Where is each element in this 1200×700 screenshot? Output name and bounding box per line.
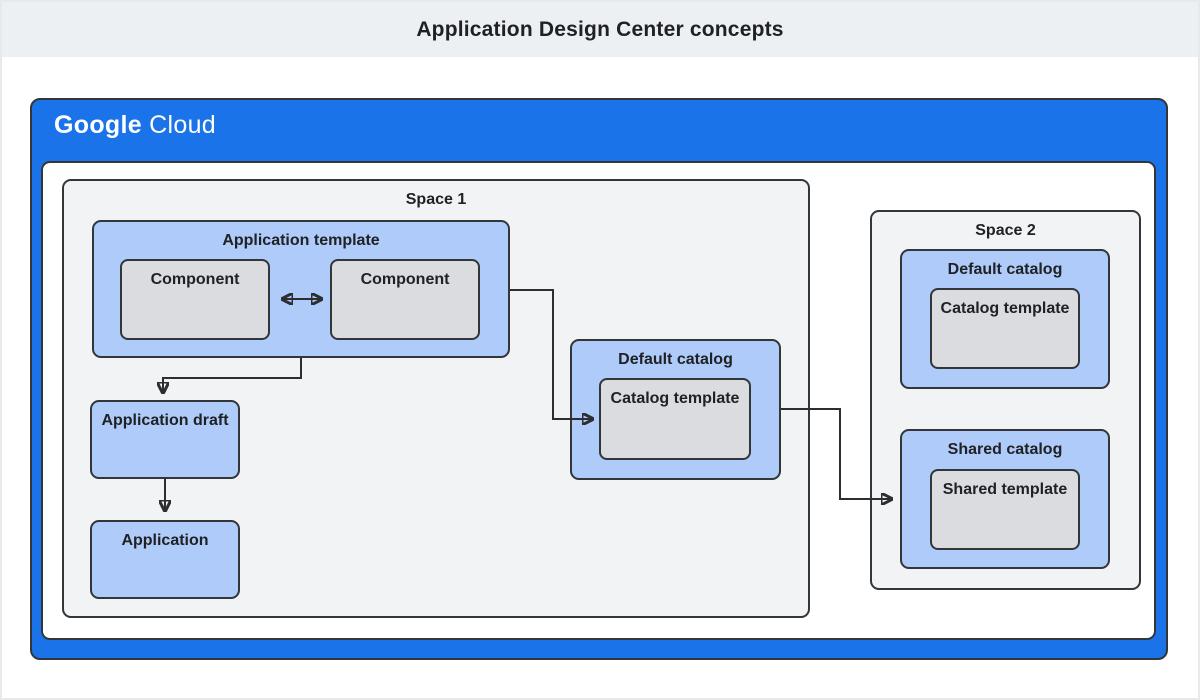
catalog-template-box-space1: Catalog template	[599, 378, 751, 460]
application-label: Application	[121, 532, 209, 549]
default-catalog-box-space1: Default catalog Catalog template	[570, 339, 781, 480]
catalog-template-box-space2: Catalog template	[930, 288, 1080, 369]
application-template-label: Application template	[222, 232, 380, 249]
shared-template-box: Shared template	[930, 469, 1080, 550]
default-catalog-box-space2: Default catalog Catalog template	[900, 249, 1110, 389]
space-2-box: Space 2 Default catalog Catalog template…	[870, 210, 1141, 590]
title-bar: Application Design Center concepts	[2, 2, 1198, 57]
space-2-label: Space 2	[975, 222, 1036, 239]
google-cloud-logo: Google Cloud	[54, 111, 216, 140]
google-cloud-container: Google Cloud Space 1 Application templat…	[30, 98, 1168, 660]
default-catalog-space1-label: Default catalog	[618, 351, 733, 368]
application-template-box: Application template Component Component	[92, 220, 510, 358]
application-draft-box: Application draft	[90, 400, 240, 479]
catalog-template-space1-label: Catalog template	[610, 390, 740, 407]
component-2-label: Component	[360, 271, 450, 288]
page-title: Application Design Center concepts	[416, 17, 784, 41]
space-1-label: Space 1	[405, 191, 467, 208]
component-box-2: Component	[330, 259, 480, 340]
space-1-box: Space 1 Application template Component C…	[62, 179, 810, 618]
application-box: Application	[90, 520, 240, 599]
default-catalog-space2-label: Default catalog	[947, 261, 1063, 278]
shared-catalog-box: Shared catalog Shared template	[900, 429, 1110, 569]
cloud-inner-panel: Space 1 Application template Component C…	[41, 161, 1156, 640]
application-draft-label: Application draft	[101, 412, 229, 429]
google-logo-text: Google	[54, 111, 142, 139]
catalog-template-space2-label: Catalog template	[940, 300, 1070, 317]
component-1-label: Component	[150, 271, 240, 288]
cloud-logo-text: Cloud	[149, 111, 216, 139]
component-box-1: Component	[120, 259, 270, 340]
shared-template-label: Shared template	[942, 481, 1068, 498]
shared-catalog-label: Shared catalog	[947, 441, 1063, 458]
